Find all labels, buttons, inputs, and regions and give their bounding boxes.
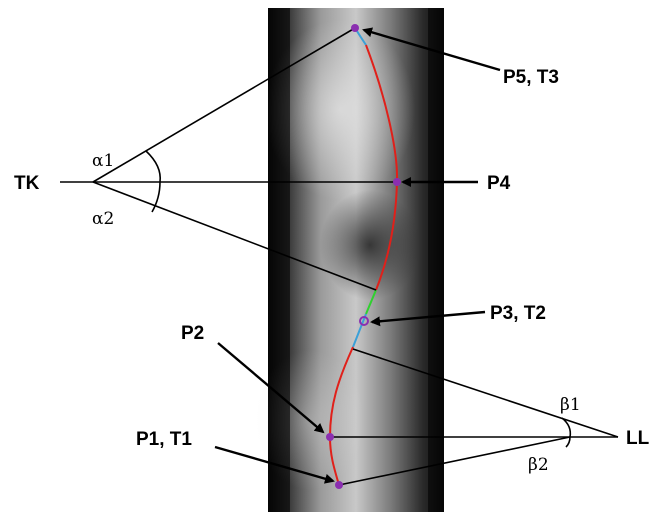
alpha1-arc bbox=[146, 151, 160, 182]
label-tk: TK bbox=[14, 173, 40, 194]
label-beta2: β2 bbox=[528, 455, 549, 475]
point-p1 bbox=[335, 481, 343, 489]
label-alpha2: α2 bbox=[92, 209, 114, 229]
point-p2 bbox=[326, 433, 334, 441]
label-p5-t3: P5, T3 bbox=[503, 67, 559, 88]
label-p4: P4 bbox=[487, 173, 511, 194]
label-alpha1: α1 bbox=[92, 151, 114, 171]
point-p5 bbox=[351, 24, 359, 32]
label-ll: LL bbox=[626, 428, 650, 449]
label-p2: P2 bbox=[181, 323, 204, 344]
label-p1-t1: P1, T1 bbox=[136, 429, 192, 450]
label-beta1: β1 bbox=[560, 395, 581, 415]
label-p3-t2: P3, T2 bbox=[490, 303, 546, 324]
point-p4 bbox=[393, 178, 401, 186]
